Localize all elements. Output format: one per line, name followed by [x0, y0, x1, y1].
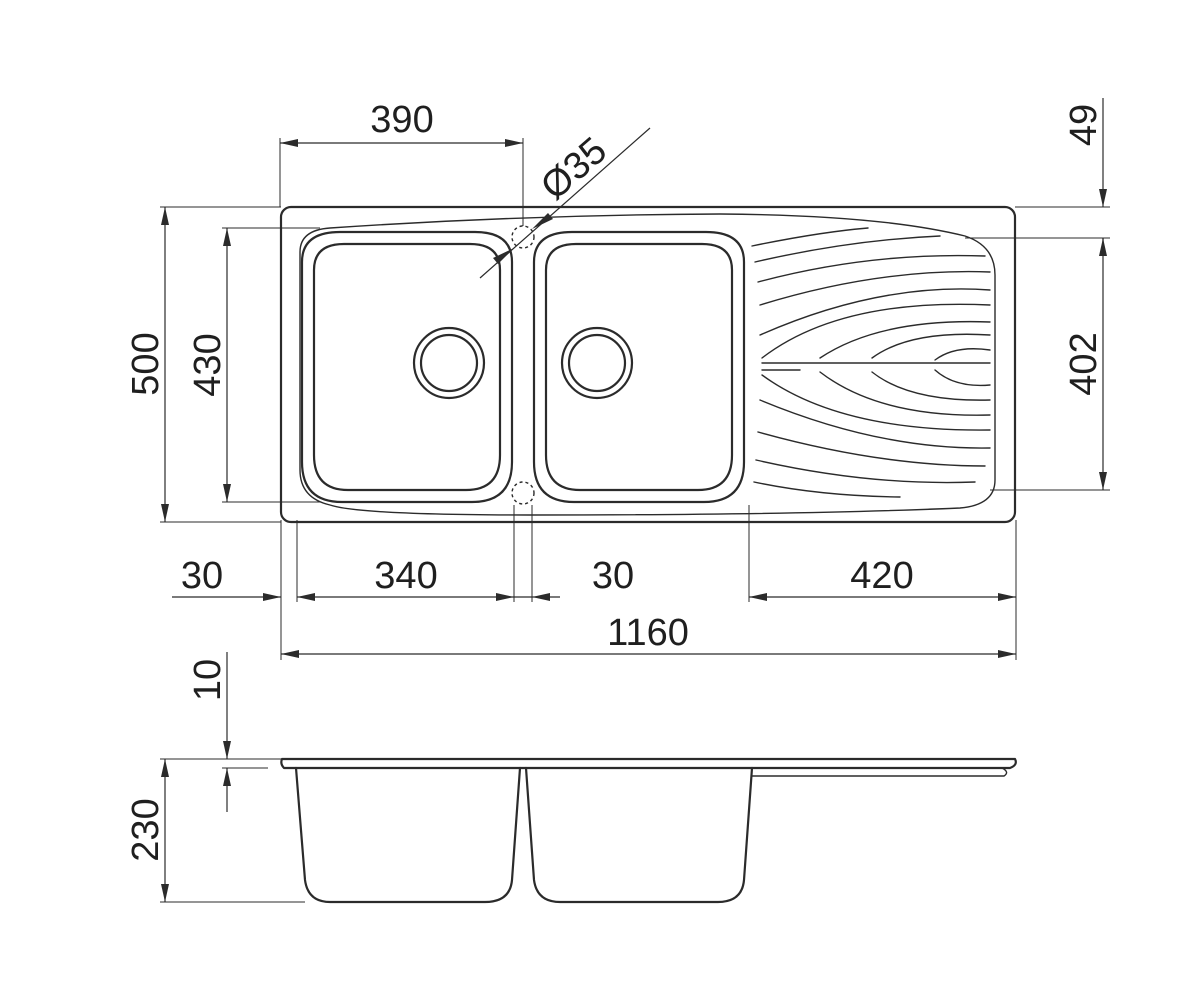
right-drain-inner — [567, 333, 627, 393]
section-rim — [280, 757, 1017, 770]
dim-bowl-gap: 30 — [592, 555, 634, 597]
section-right-bowl — [524, 766, 754, 904]
left-bowl — [300, 230, 514, 504]
tap-hole-top — [511, 225, 535, 249]
section-drainer-lip — [751, 767, 1008, 777]
drainer-grooves — [751, 227, 991, 498]
dim-hole-diameter: Ø35 — [533, 130, 615, 209]
dim-left-margin: 30 — [181, 555, 223, 597]
section-view — [280, 757, 1017, 904]
dimensions: 390 Ø35 49 402 500 430 — [125, 98, 1110, 903]
tap-hole-bottom — [511, 481, 535, 505]
plan-view — [279, 205, 1017, 524]
inner-rim-outline — [299, 213, 996, 516]
right-bowl — [532, 230, 746, 504]
dim-bowl-height: 230 — [125, 798, 167, 861]
dim-overall-length: 1160 — [607, 612, 689, 654]
dim-bowl-depth: 430 — [187, 333, 229, 396]
dim-rim-thickness: 10 — [187, 659, 229, 701]
dim-drainer-depth: 402 — [1063, 332, 1105, 395]
section-left-bowl — [294, 766, 522, 904]
dim-drainer-length: 420 — [850, 555, 913, 597]
dim-top-offset: 49 — [1063, 104, 1105, 146]
sink-outline — [279, 205, 1017, 524]
left-drain-outer — [412, 326, 486, 400]
right-drain-outer — [560, 326, 634, 400]
dim-bowl-span: 390 — [370, 99, 433, 141]
dim-bowl-width: 340 — [374, 555, 437, 597]
dim-overall-width: 500 — [125, 332, 167, 395]
left-drain-inner — [419, 333, 479, 393]
